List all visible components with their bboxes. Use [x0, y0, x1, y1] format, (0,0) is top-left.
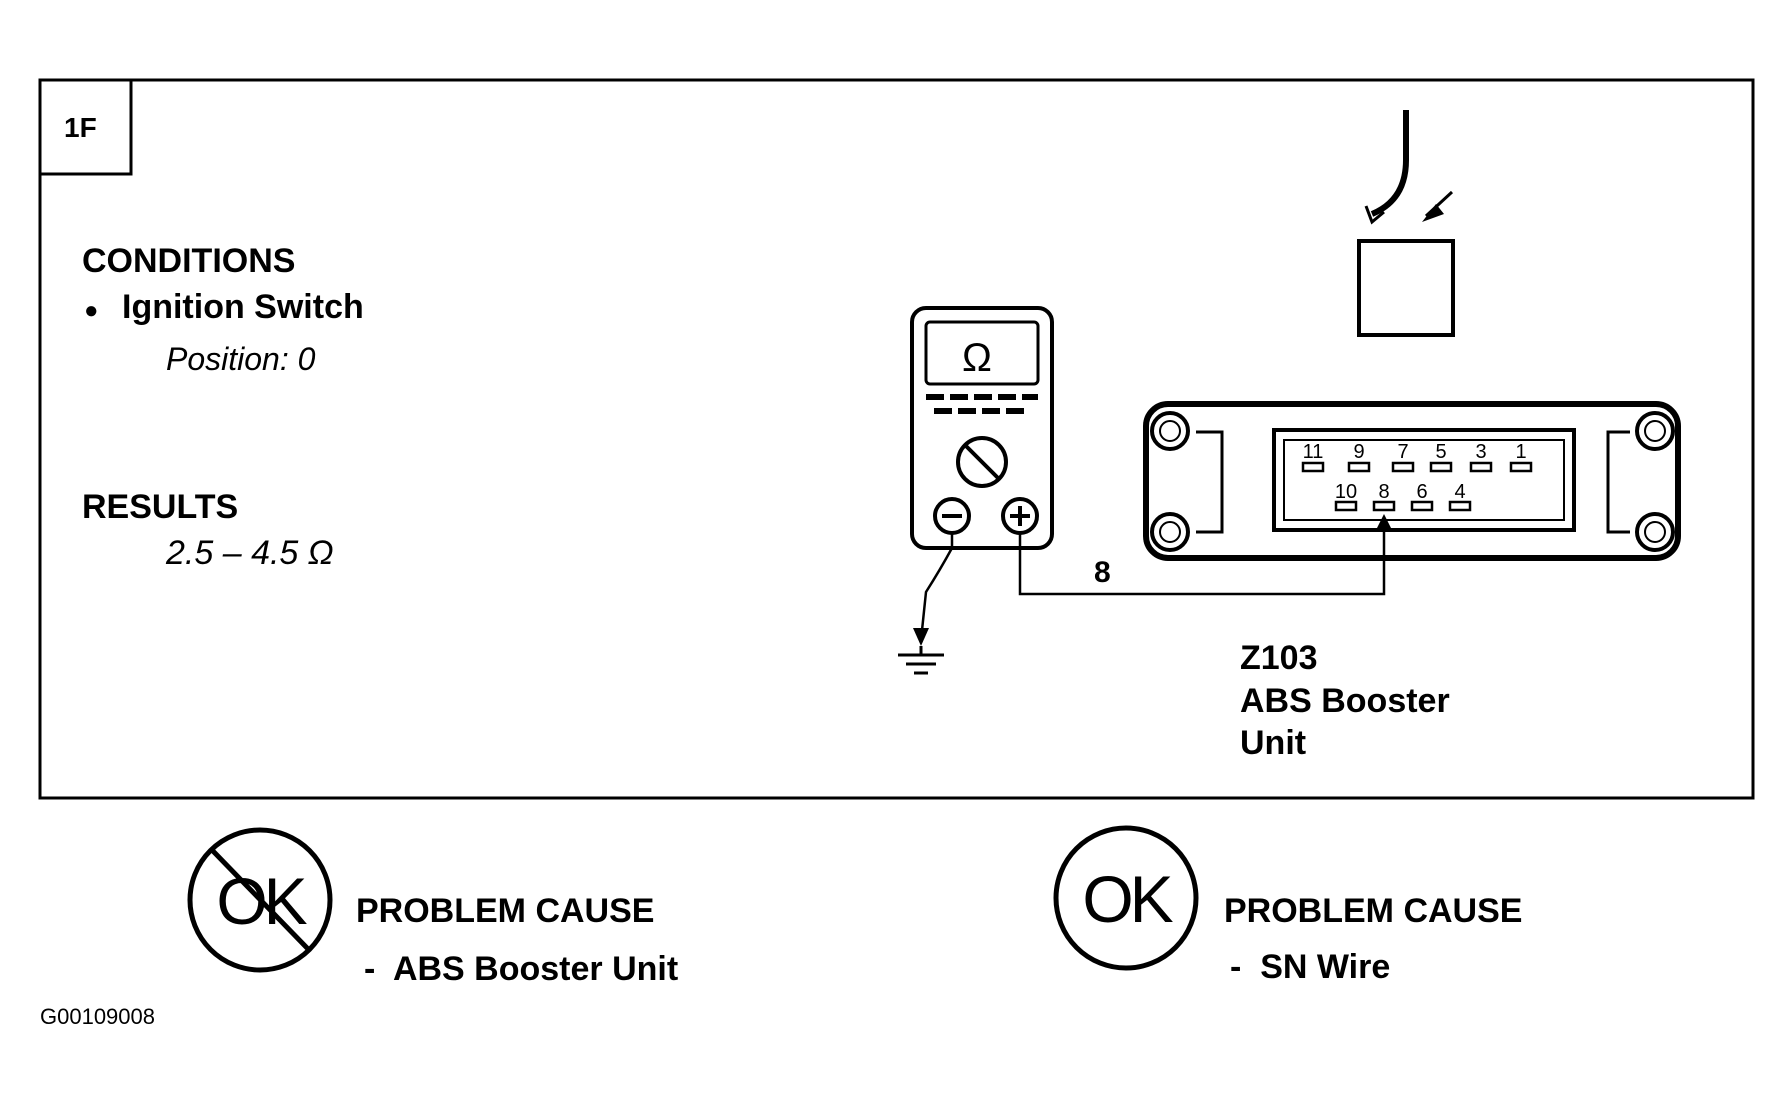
- pin: [1509, 461, 1533, 473]
- component-name-line1: ABS Booster: [1240, 682, 1450, 720]
- meter-display: [924, 320, 1040, 386]
- results-value: 2.5 – 4.5 Ω: [165, 534, 334, 572]
- ground-lead: [898, 533, 954, 675]
- outcome-not-ok: OK PROBLEM CAUSE - ABS Booster Unit: [187, 827, 678, 988]
- ignition-switch-box: [1357, 239, 1455, 337]
- mount-hole-top-right: [1635, 411, 1675, 451]
- wire-label: 8: [1094, 556, 1111, 589]
- not-ok-problem-heading: PROBLEM CAUSE: [356, 892, 654, 930]
- pin: [1448, 500, 1472, 512]
- mount-hole-bottom-left: [1150, 512, 1190, 552]
- pin-label: 7: [1397, 441, 1408, 463]
- pin: [1347, 461, 1371, 473]
- pin-label: 8: [1378, 481, 1389, 503]
- pin-label: 5: [1435, 441, 1446, 463]
- pin-label: 1: [1515, 441, 1526, 463]
- connector-pins-bottom: 10 8 6 4: [1334, 481, 1472, 512]
- pin: [1410, 500, 1434, 512]
- pin-label: 10: [1335, 481, 1357, 503]
- results-heading: RESULTS: [82, 488, 238, 526]
- conditions-section: CONDITIONS ● Ignition Switch Position: 0: [82, 242, 364, 377]
- meter-ohm-symbol: Ω: [962, 336, 992, 380]
- meter-positive-terminal: [1001, 497, 1039, 535]
- pin: [1469, 461, 1493, 473]
- figure-id: G00109008: [40, 1004, 155, 1029]
- not-ok-icon: OK: [187, 827, 333, 973]
- component-label: Z103 ABS Booster Unit: [1240, 639, 1450, 762]
- abs-booster-unit: 11 9 7 5 3 1 10 8 6 4: [1143, 401, 1681, 561]
- results-section: RESULTS 2.5 – 4.5 Ω: [82, 488, 334, 572]
- meter-negative-terminal: [933, 497, 971, 535]
- conditions-detail: Position: 0: [166, 341, 316, 377]
- pin-label: 6: [1416, 481, 1427, 503]
- component-name-line2: Unit: [1240, 724, 1306, 762]
- pin: [1301, 461, 1325, 473]
- pin-label: 11: [1303, 441, 1324, 463]
- ignition-key-illustration: [1357, 110, 1455, 337]
- meter-keypad: [926, 394, 1038, 414]
- pin-label: 3: [1475, 441, 1486, 463]
- mount-hole-top-left: [1150, 411, 1190, 451]
- pin: [1334, 500, 1358, 512]
- meter-selector-dial: [956, 436, 1008, 488]
- connector-housing: [1272, 428, 1576, 532]
- mount-hole-bottom-right: [1635, 512, 1675, 552]
- not-ok-problem-cause: - ABS Booster Unit: [364, 950, 678, 988]
- conditions-heading: CONDITIONS: [82, 242, 295, 280]
- pin: [1391, 461, 1415, 473]
- pin-label: 4: [1454, 481, 1465, 503]
- ok-problem-heading: PROBLEM CAUSE: [1224, 892, 1522, 930]
- connector-pins-top: 11 9 7 5 3 1: [1301, 441, 1533, 473]
- svg-text:OK: OK: [1082, 862, 1173, 936]
- pin: [1429, 461, 1453, 473]
- positive-lead: 8: [1018, 514, 1392, 596]
- ok-icon: OK: [1053, 825, 1199, 971]
- outcome-ok: OK PROBLEM CAUSE - SN Wire: [1053, 825, 1522, 986]
- main-frame: [38, 78, 1755, 800]
- pin: [1372, 500, 1396, 512]
- component-code: Z103: [1240, 639, 1318, 677]
- conditions-item: Ignition Switch: [122, 288, 364, 326]
- ohmmeter: Ω: [910, 306, 1054, 550]
- step-label-box: 1F: [40, 80, 133, 176]
- ground-symbol: [898, 646, 944, 675]
- pin-label: 9: [1353, 441, 1364, 463]
- step-label: 1F: [64, 112, 97, 143]
- conditions-bullet: ●: [84, 297, 99, 324]
- ok-problem-cause: - SN Wire: [1230, 948, 1390, 986]
